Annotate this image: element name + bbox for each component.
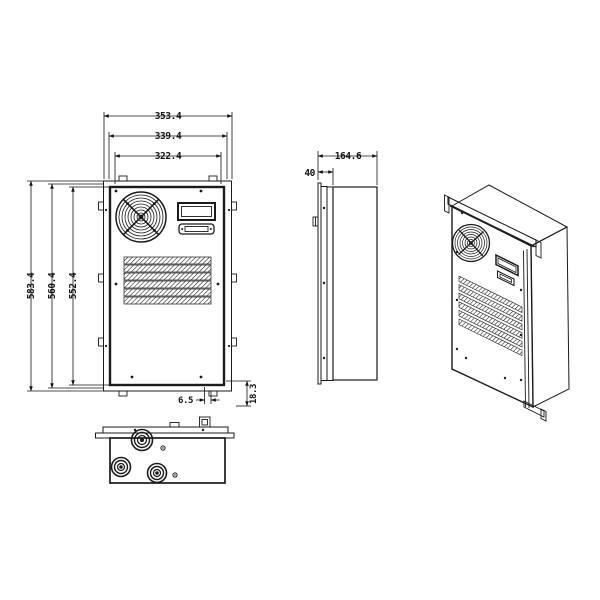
fan-grille-icon: [115, 191, 167, 243]
connector-port: [178, 223, 215, 235]
cable-gland-a: [130, 428, 154, 452]
dim-overall-width: 353.4: [155, 111, 182, 122]
iso-right-flange-strip: [523, 248, 530, 409]
side-inner-strip: [326, 186, 334, 381]
front-flange-outline: [103, 180, 232, 392]
side-screws: [322, 206, 326, 360]
iso-fan-grille-icon: [451, 223, 491, 263]
panel-screws: [104, 189, 231, 379]
bottom-body-outline: [109, 437, 226, 484]
bottom-offset-dimension: [196, 387, 220, 404]
dim-flange-depth: 18.3: [249, 384, 259, 404]
iso-louver-vents: [458, 275, 523, 357]
iso-connector-port: [496, 270, 515, 287]
side-view: [312, 182, 378, 385]
front-height-dimensions: [27, 180, 110, 392]
dim-overall-depth: 164.6: [335, 151, 362, 162]
dim-overall-height: 583.4: [26, 272, 37, 299]
bottom-top-fittings: [169, 416, 211, 428]
display-window: [177, 202, 216, 221]
side-depth-dimensions: [317, 151, 378, 185]
dim-mounting-height: 560.4: [47, 272, 58, 299]
louver-vents: [123, 256, 212, 305]
flange-depth-dimension: [226, 380, 251, 407]
front-width-dimensions: [103, 112, 233, 184]
dim-cutout-width: 322.4: [155, 151, 182, 162]
dim-cutout-height: 552.4: [68, 272, 79, 299]
dim-mounting-width: 339.4: [155, 131, 182, 142]
dim-bottom-offset: 6.5: [178, 396, 193, 406]
iso-screws: [455, 211, 523, 382]
bottom-flange-bar: [102, 426, 229, 434]
drain-holes: [133, 428, 205, 478]
iso-bottom-mounting-rail: [523, 400, 547, 422]
iso-top-mounting-rail: [444, 194, 542, 259]
side-clip: [312, 216, 319, 227]
dim-front-panel-depth: 40: [304, 168, 315, 179]
iso-right-face: [530, 226, 570, 408]
iso-display-window: [495, 253, 519, 277]
isometric-view: [444, 184, 570, 422]
bottom-view: [95, 416, 235, 484]
front-view: [98, 175, 237, 397]
flange-clips: [98, 175, 237, 397]
cable-gland-b: [110, 456, 132, 478]
cable-gland-c: [146, 462, 168, 484]
side-body-outline: [332, 186, 378, 381]
front-panel-outline: [108, 185, 226, 387]
